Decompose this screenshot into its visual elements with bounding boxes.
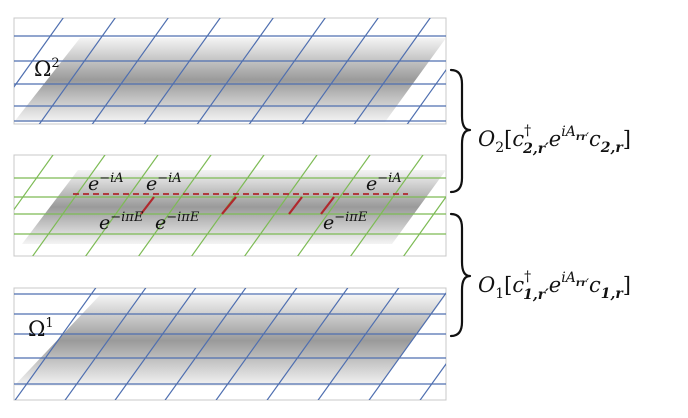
grid-diagonal-line: [196, 18, 274, 124]
grid-diagonal-line: [14, 155, 54, 211]
grid-diagonal-line: [14, 18, 64, 88]
grid-diagonal-line: [138, 155, 212, 256]
grid-diagonal-line: [406, 68, 446, 124]
bottom-layer-label: Ω1: [28, 316, 54, 341]
red-vertical-link: [320, 196, 335, 215]
grid-diagonal-line: [353, 18, 431, 124]
phase-label-top-3: e−iA: [366, 171, 402, 195]
phase-label-bottom-1: e−iπE: [99, 210, 144, 234]
red-vertical-link: [288, 196, 303, 215]
upper-brace: [449, 68, 472, 194]
red-vertical-link: [140, 196, 155, 215]
top-layer-grid: [14, 18, 446, 124]
phase-label-top-1: e−iA: [88, 171, 124, 195]
grid-diagonal-line: [215, 288, 298, 400]
grid-diagonal-line: [301, 18, 379, 124]
operator-lower: O1[c†1,r′eiArr′c1,r]: [478, 269, 631, 303]
grid-diagonal-line: [164, 288, 247, 400]
grid-diagonal-line: [266, 288, 349, 400]
grid-diagonal-line: [114, 288, 197, 400]
phase-label-bottom-2: e−iπE: [155, 210, 200, 234]
grid-diagonal-line: [244, 155, 318, 256]
grid-diagonal-line: [317, 288, 400, 400]
grid-diagonal-line: [403, 195, 446, 256]
top-layer-band: [14, 38, 446, 122]
bottom-layer-grid: [14, 288, 446, 400]
grid-diagonal-line: [38, 18, 116, 124]
grid-diagonal-line: [248, 18, 326, 124]
phase-label-top-2: e−iA: [146, 171, 182, 195]
grid-diagonal-line: [297, 155, 371, 256]
bottom-layer: Ω1: [13, 287, 447, 401]
lower-brace: [449, 212, 472, 338]
middle-layer: e−iA e−iA e−iA e−iπE e−iπE e−iπE: [13, 154, 447, 257]
grid-diagonal-line: [191, 155, 265, 256]
grid-diagonal-line: [143, 18, 221, 124]
top-layer-label: Ω2: [34, 56, 60, 81]
top-layer: Ω2: [13, 17, 447, 125]
red-vertical-link: [221, 196, 237, 215]
grid-diagonal-line: [32, 155, 106, 256]
grid-diagonal-line: [64, 288, 147, 400]
middle-layer-grid: [14, 155, 446, 256]
bottom-layer-band: [14, 295, 446, 386]
grid-diagonal-line: [91, 18, 169, 124]
grid-diagonal-line: [14, 288, 97, 400]
phase-label-bottom-3: e−iπE: [323, 210, 368, 234]
middle-layer-band: [22, 170, 446, 244]
operator-upper: O2[c†2,r′eiArr′c2,r]: [478, 123, 631, 157]
grid-diagonal-line: [350, 155, 424, 256]
grid-diagonal-line: [419, 363, 446, 400]
grid-diagonal-line: [368, 292, 446, 400]
middle-layer-links: [73, 193, 408, 215]
grid-diagonal-line: [85, 155, 159, 256]
